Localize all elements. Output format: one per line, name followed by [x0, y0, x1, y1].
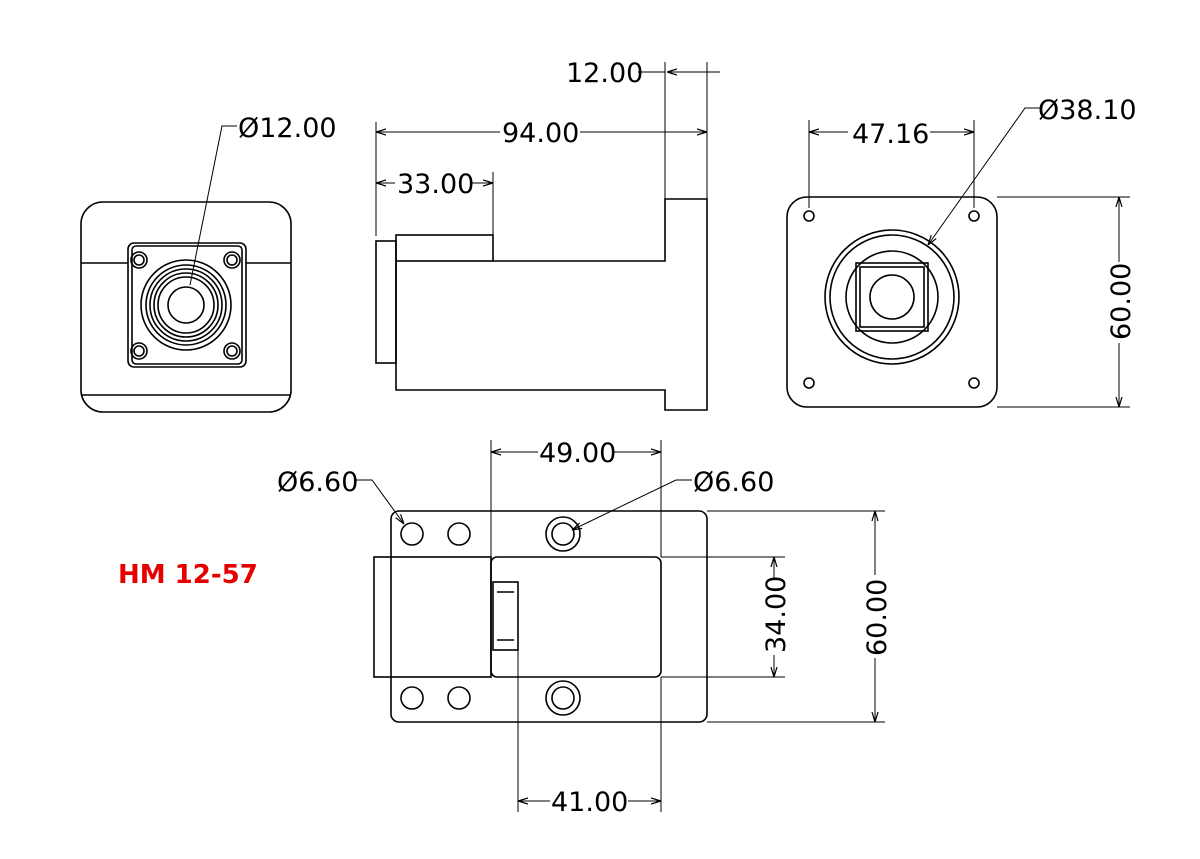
end-view: 47.16 Ø38.10 60.00 [786, 95, 1137, 408]
dim-49: 49.00 [539, 438, 616, 469]
top-view: 49.00 Ø6.60 Ø6.60 34.00 60.00 41.00 [277, 438, 893, 818]
dim-47: 47.16 [852, 119, 929, 150]
dim-41: 41.00 [551, 787, 628, 818]
front-view: Ø12.00 [80, 113, 337, 413]
dim-12: 12.00 [566, 58, 643, 89]
side-view: 12.00 94.00 33.00 [375, 58, 720, 411]
dim-94: 94.00 [502, 118, 579, 149]
part-label: HM 12-57 [118, 560, 258, 590]
dim-60-end: 60.00 [1106, 263, 1137, 340]
dim-33: 33.00 [397, 169, 474, 200]
hole-diameter-left-label: Ø6.60 [277, 467, 358, 498]
hole-diameter-right-label: Ø6.60 [693, 467, 774, 498]
dim-60-top: 60.00 [862, 579, 893, 656]
front-diameter-label: Ø12.00 [238, 113, 337, 144]
dim-34: 34.00 [761, 576, 792, 653]
end-diameter-label: Ø38.10 [1038, 95, 1137, 126]
